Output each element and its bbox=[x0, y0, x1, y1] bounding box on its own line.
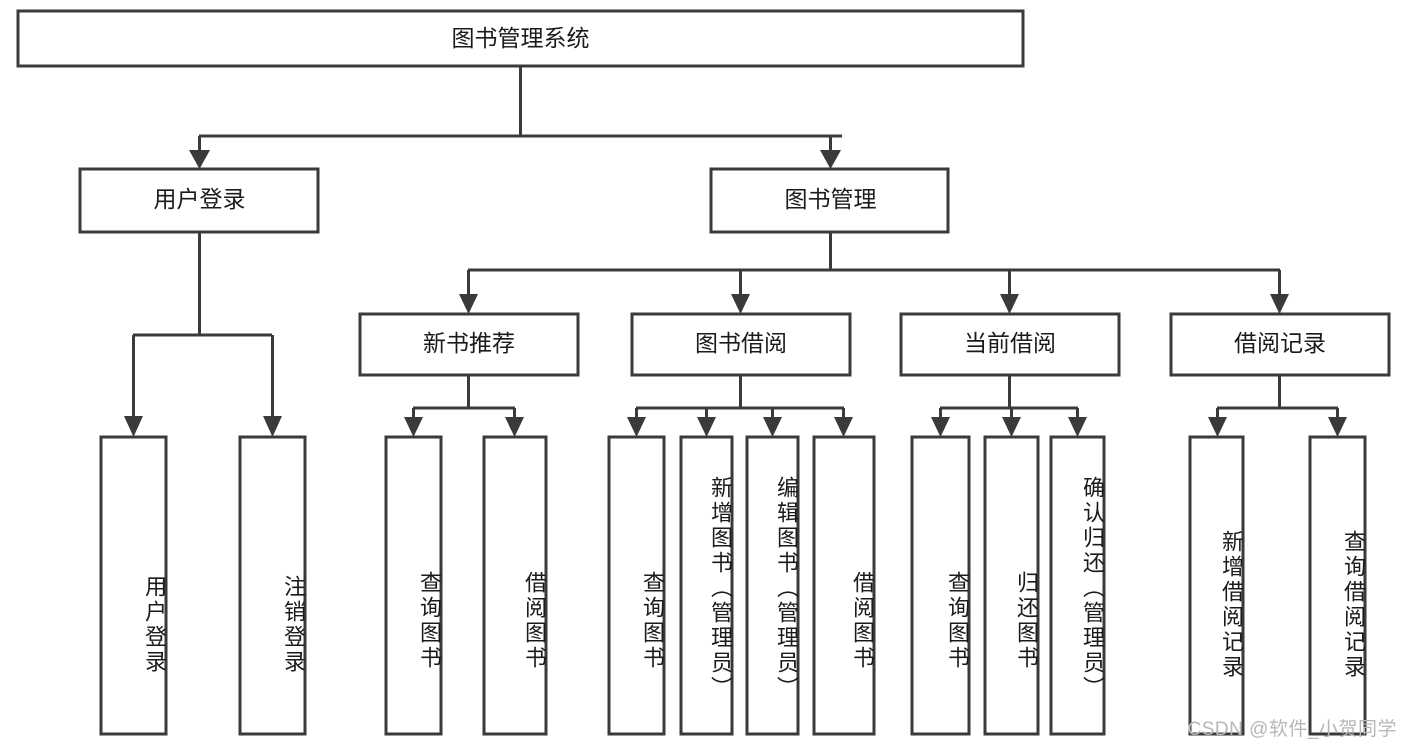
arrowhead-leaf-add-borrow-record bbox=[1208, 417, 1227, 437]
node-current-borrow[interactable]: 当前借阅 bbox=[899, 312, 1121, 377]
node-current-borrow-rect[interactable] bbox=[899, 312, 1121, 377]
arrowhead-user-login bbox=[189, 150, 210, 169]
leaf-edit-book-admin-rect[interactable] bbox=[745, 435, 800, 736]
node-book-manage-rect[interactable] bbox=[709, 167, 950, 234]
arrowhead-new-book-rec bbox=[459, 294, 478, 314]
node-user-login-label: 用户登录 bbox=[154, 186, 246, 212]
arrowhead-leaf-add-book-admin bbox=[697, 417, 716, 437]
arrowhead-leaf-query-book-cur bbox=[931, 417, 950, 437]
node-current-borrow-label: 当前借阅 bbox=[964, 330, 1056, 356]
arrowhead-leaf-borrow-book bbox=[834, 417, 853, 437]
arrowhead-leaf-query-book-rec bbox=[404, 417, 423, 437]
node-book-manage[interactable]: 图书管理 bbox=[709, 167, 950, 234]
leaf-query-book-borrow-rect[interactable] bbox=[607, 435, 666, 736]
node-user-login-rect[interactable] bbox=[78, 167, 320, 234]
node-book-borrow[interactable]: 图书借阅 bbox=[630, 312, 852, 377]
arrowhead-leaf-confirm-return-admin bbox=[1068, 417, 1087, 437]
csdn-watermark: CSDN @软件_小贺同学 bbox=[1187, 719, 1397, 740]
leaf-query-book-rec-rect[interactable] bbox=[384, 435, 443, 736]
node-book-borrow-label: 图书借阅 bbox=[695, 330, 787, 356]
arrowhead-leaf-user-logout bbox=[263, 416, 282, 437]
node-root[interactable]: 图书管理系统 bbox=[16, 9, 1025, 68]
node-borrow-record[interactable]: 借阅记录 bbox=[1169, 312, 1391, 377]
node-borrow-record-rect[interactable] bbox=[1169, 312, 1391, 377]
arrowhead-leaf-user-login bbox=[124, 416, 143, 437]
arrowhead-borrow-record bbox=[1270, 294, 1289, 314]
arrowhead-leaf-query-borrow-record bbox=[1328, 417, 1347, 437]
leaf-query-borrow-rect[interactable] bbox=[1308, 435, 1367, 736]
leaf-box-layer bbox=[99, 435, 1367, 736]
leaf-add-book-admin-rect[interactable] bbox=[679, 435, 734, 736]
arrowhead-leaf-query-book-borrow bbox=[627, 417, 646, 437]
leaf-return-book-rect[interactable] bbox=[983, 435, 1040, 736]
arrowhead-current-borrow bbox=[1000, 294, 1019, 314]
arrowhead-book-manage bbox=[820, 150, 841, 169]
node-borrow-record-label: 借阅记录 bbox=[1234, 330, 1326, 356]
arrowhead-book-borrow bbox=[731, 294, 750, 314]
node-new-book-rec-label: 新书推荐 bbox=[423, 330, 515, 356]
node-new-book-rec[interactable]: 新书推荐 bbox=[358, 312, 580, 377]
leaf-user-logout-rect[interactable] bbox=[238, 435, 307, 736]
node-new-book-rec-rect[interactable] bbox=[358, 312, 580, 377]
leaf-borrow-book-rec-rect[interactable] bbox=[482, 435, 548, 736]
arrowhead-leaf-borrow-book-rec bbox=[505, 417, 524, 437]
leaf-confirm-return-rect[interactable] bbox=[1049, 435, 1106, 736]
arrowhead-leaf-return-book bbox=[1002, 417, 1021, 437]
connector-layer bbox=[124, 66, 1347, 437]
node-user-login[interactable]: 用户登录 bbox=[78, 167, 320, 234]
leaf-add-borrow-record-rect[interactable] bbox=[1188, 435, 1245, 736]
node-root-rect[interactable] bbox=[16, 9, 1025, 68]
node-root-label: 图书管理系统 bbox=[452, 25, 590, 51]
node-book-borrow-rect[interactable] bbox=[630, 312, 852, 377]
node-book-manage-label: 图书管理 bbox=[785, 186, 877, 212]
leaf-query-book-cur-rect[interactable] bbox=[910, 435, 971, 736]
leaf-borrow-book-rect[interactable] bbox=[812, 435, 876, 736]
leaf-user-login-rect[interactable] bbox=[99, 435, 168, 736]
arrowhead-leaf-edit-book-admin bbox=[763, 417, 782, 437]
